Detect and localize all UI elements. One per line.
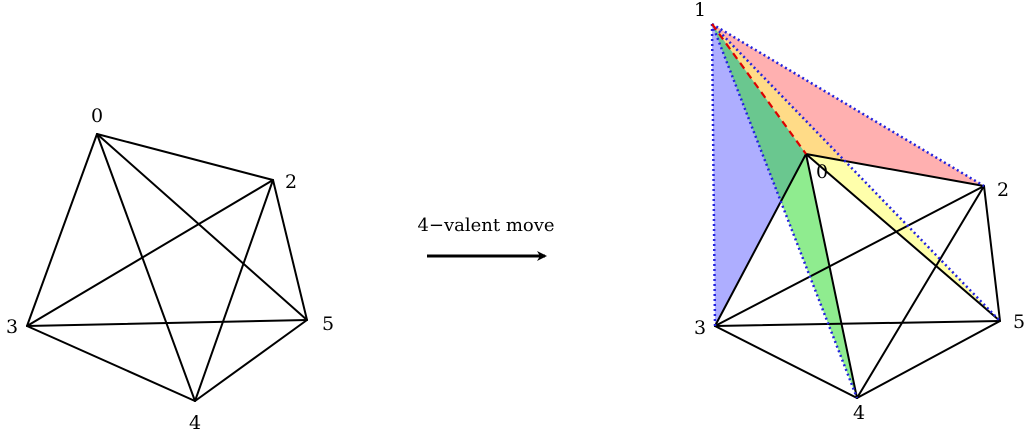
left-edge-2-3 [26,179,274,327]
right-vertex-label-5: 5 [1013,311,1024,333]
left-edge-0-3 [26,133,98,327]
triangle-1-0-3 [712,24,806,326]
left-edge-0-2 [96,133,274,181]
right-dotted-edge-1-5 [711,23,1001,322]
right-edge-0-2 [805,153,985,187]
right-edge-2-4 [856,185,985,399]
left-graph: 0 2 3 4 5 [6,105,334,434]
right-graph: 0 1 2 3 4 5 [694,0,1024,424]
left-edge-2-4 [194,179,274,402]
right-dotted-edge-1-4 [710,23,859,399]
right-dotted-edge-1-3 [710,23,717,327]
triangle-1-0-2 [712,24,984,186]
left-vertex-label-4: 4 [189,412,201,434]
move-label: 4−valent move [417,215,554,236]
left-edge-4-5 [194,319,308,402]
left-edge-2-5 [272,179,308,321]
left-edge-3-5 [26,319,308,327]
left-vertex-label-3: 3 [6,316,18,338]
right-vertex-label-1: 1 [694,0,706,21]
move-arrow-group: 4−valent move [417,215,555,261]
left-edge-0-5 [96,133,308,321]
left-vertex-label-2: 2 [285,171,297,193]
right-vertex-label-0: 0 [816,161,828,183]
right-edge-2-3 [714,185,985,327]
right-vertex-label-4: 4 [853,402,865,424]
left-vertex-label-0: 0 [91,105,103,127]
right-edge-0-3 [714,153,807,327]
right-edge-3-4 [714,325,858,399]
right-edge-2-5 [983,185,1001,322]
left-edge-0-4 [96,133,196,402]
right-edge-4-5 [856,320,1001,399]
right-vertex-label-2: 2 [997,179,1009,201]
right-edge-0-4 [805,153,858,399]
right-edge-3-5 [714,320,1001,327]
left-edge-3-4 [26,325,196,402]
left-vertex-label-5: 5 [322,313,334,335]
right-dashed-edge-1-0 [711,23,807,155]
right-edge-0-5 [805,153,1001,322]
right-vertex-label-3: 3 [694,317,706,339]
